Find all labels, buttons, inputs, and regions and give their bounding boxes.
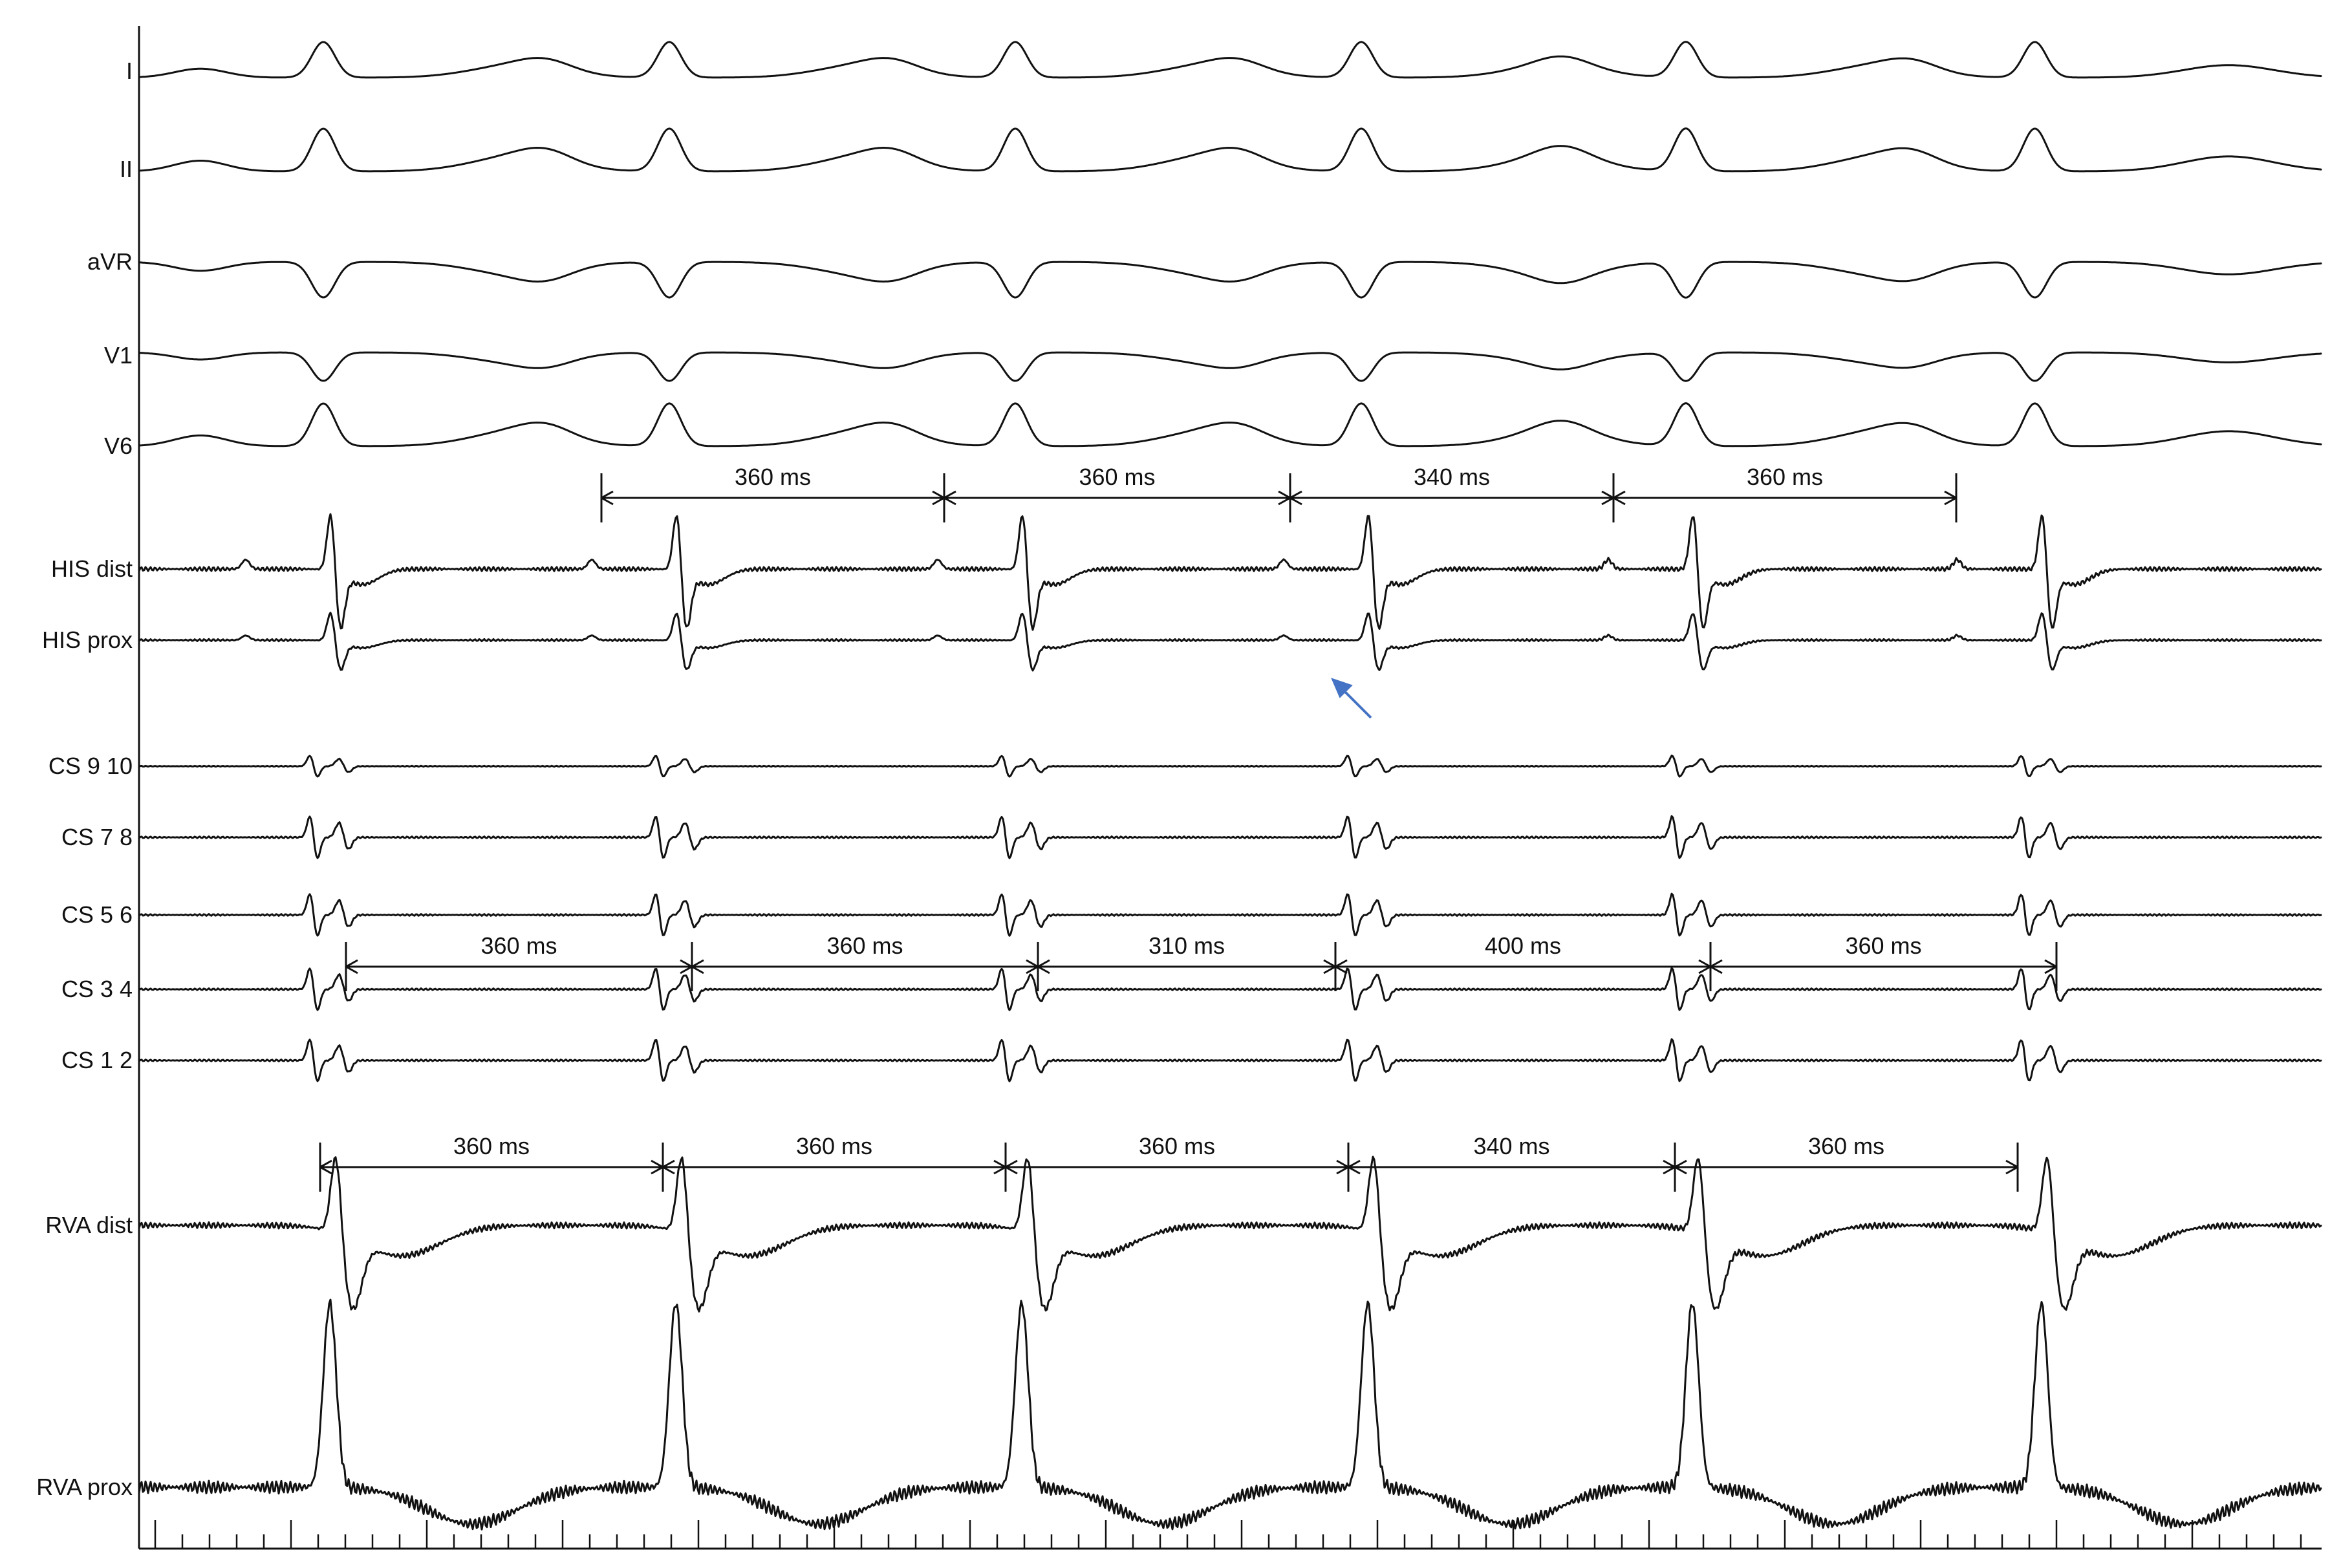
cs_row-caliper-arrowhead xyxy=(1026,959,1039,974)
rva_row-caliper-arrowhead xyxy=(662,1159,675,1175)
his_row-caliper-arrowhead xyxy=(944,490,956,506)
rva_row-caliper-arrowhead xyxy=(2005,1159,2018,1175)
his_row-caliper-arrowhead xyxy=(1613,490,1626,506)
trace-i xyxy=(138,41,2322,79)
his_row-caliper-arrowhead xyxy=(1944,490,1957,506)
cs_row-caliper-arrowhead xyxy=(1323,959,1336,974)
channel-label-rvad: RVA dist xyxy=(45,1212,133,1238)
his_row-caliper-arrowhead xyxy=(1289,490,1302,506)
trace-ii xyxy=(138,127,2322,173)
channel-label-cs78: CS 7 8 xyxy=(61,824,133,850)
annotation-arrow xyxy=(1331,678,1372,719)
channel-traces xyxy=(138,41,2322,1530)
his_row-caliper-arrowhead xyxy=(1278,490,1291,506)
channel-label-v1: V1 xyxy=(104,342,133,369)
his_row-caliper-arrowhead xyxy=(601,490,614,506)
cs_row-interval-label: 360 ms xyxy=(480,932,557,959)
trace-avr xyxy=(138,261,2322,299)
rva_row-interval-label: 360 ms xyxy=(796,1133,872,1159)
rva_row-caliper-arrowhead xyxy=(1336,1159,1349,1175)
cs_row-caliper-arrowhead xyxy=(345,959,358,974)
rva_row-caliper-arrowhead xyxy=(993,1159,1006,1175)
channel-label-i: I xyxy=(126,58,133,84)
rva_row-interval-label: 340 ms xyxy=(1473,1133,1549,1159)
rva_row-caliper-arrowhead xyxy=(1348,1159,1361,1175)
rva_row-caliper-arrowhead xyxy=(1663,1159,1676,1175)
cs_row-caliper-arrowhead xyxy=(691,959,704,974)
his_row-caliper-arrowhead xyxy=(1601,490,1614,506)
rva_row-interval-label: 360 ms xyxy=(1139,1133,1215,1159)
trace-v6 xyxy=(138,402,2322,447)
cs_row-caliper-arrowhead xyxy=(1698,959,1711,974)
trace-rvap xyxy=(138,1298,2322,1530)
rva_row-caliper-arrowhead xyxy=(319,1159,332,1175)
rva_row-interval-label: 360 ms xyxy=(1808,1133,1884,1159)
channel-label-cs910: CS 9 10 xyxy=(49,753,133,779)
cs_row-interval-label: 400 ms xyxy=(1485,932,1561,959)
channel-label-ii: II xyxy=(120,156,133,182)
channel-label-cs12: CS 1 2 xyxy=(61,1047,133,1073)
channel-label-cs34: CS 3 4 xyxy=(61,976,133,1002)
channel-label-hisd: HIS dist xyxy=(51,555,133,582)
his_row-interval-label: 340 ms xyxy=(1414,464,1490,490)
cs_row-interval-label: 360 ms xyxy=(826,932,903,959)
his_row-interval-label: 360 ms xyxy=(1747,464,1823,490)
cs_row-caliper-arrowhead xyxy=(1710,959,1723,974)
his_row-interval-label: 360 ms xyxy=(735,464,811,490)
channel-label-v6: V6 xyxy=(104,433,133,459)
channel-label-hisp: HIS prox xyxy=(42,627,133,653)
cs_row-caliper-arrowhead xyxy=(1037,959,1050,974)
time-axis xyxy=(138,26,2322,1550)
trace-cs12 xyxy=(138,1038,2322,1082)
trace-cs34 xyxy=(138,967,2322,1011)
rva_row-caliper-arrowhead xyxy=(651,1159,663,1175)
his_row-caliper-arrowhead xyxy=(932,490,945,506)
cs_row-caliper-arrowhead xyxy=(2044,959,2057,974)
rva_row-interval-label: 360 ms xyxy=(453,1133,530,1159)
cs_row-caliper-arrowhead xyxy=(680,959,693,974)
cs_row-caliper-arrowhead xyxy=(1335,959,1348,974)
channel-label-rvap: RVA prox xyxy=(36,1474,133,1500)
channel-label-cs56: CS 5 6 xyxy=(61,901,133,928)
trace-hisd xyxy=(138,513,2322,631)
interval-calipers: 360 ms 360 ms 340 ms 360 ms 360 ms 360 ms 310 … xyxy=(319,464,2058,1192)
trace-v1 xyxy=(138,351,2322,382)
rva_row-caliper-arrowhead xyxy=(1674,1159,1687,1175)
cs_row-interval-label: 360 ms xyxy=(1845,932,1921,959)
channel-label-avr: aVR xyxy=(87,248,133,275)
trace-hisp xyxy=(138,612,2322,672)
cs_row-interval-label: 310 ms xyxy=(1149,932,1225,959)
rva_row-caliper-arrowhead xyxy=(1005,1159,1018,1175)
trace-rvad xyxy=(138,1155,2322,1313)
trace-cs56 xyxy=(138,892,2322,937)
his_row-interval-label: 360 ms xyxy=(1079,464,1155,490)
trace-cs78 xyxy=(138,815,2322,859)
annotation-arrowhead xyxy=(1331,678,1353,698)
trace-cs910 xyxy=(138,755,2322,778)
